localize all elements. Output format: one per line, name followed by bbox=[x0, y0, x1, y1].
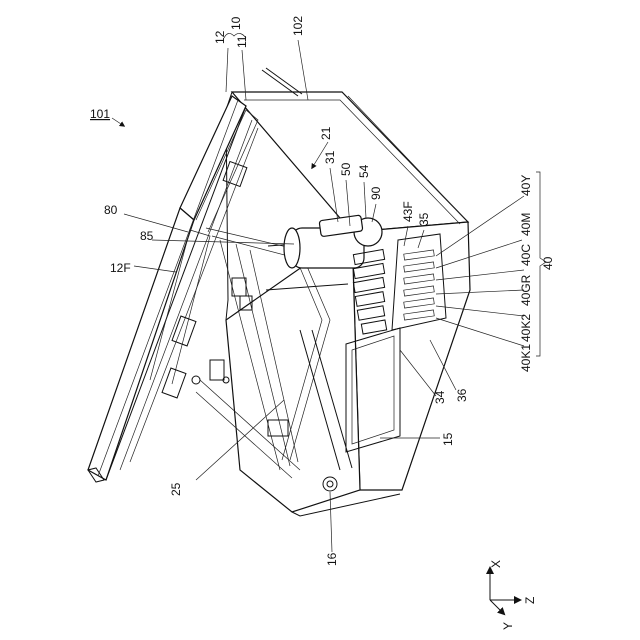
label-35: 35 bbox=[417, 212, 431, 226]
label-85: 85 bbox=[140, 229, 154, 243]
label-15: 15 bbox=[441, 432, 455, 446]
label-40C: 40C bbox=[519, 244, 533, 266]
label-36: 36 bbox=[455, 388, 469, 402]
label-50: 50 bbox=[339, 162, 353, 176]
label-40M: 40M bbox=[519, 213, 533, 236]
axis-z-label: Z bbox=[523, 597, 537, 604]
axis-x-label: X bbox=[489, 560, 503, 568]
label-40K1: 40K1 bbox=[519, 344, 533, 372]
label-40K2: 40K2 bbox=[519, 314, 533, 342]
label-40: 40 bbox=[541, 256, 555, 270]
label-101: 101 bbox=[90, 107, 110, 121]
label-12F: 12F bbox=[110, 261, 131, 275]
label-40GR: 40GR bbox=[519, 274, 533, 306]
label-90: 90 bbox=[369, 186, 383, 200]
axis-y-label: Y bbox=[501, 622, 515, 630]
label-34: 34 bbox=[433, 390, 447, 404]
label-43F: 43F bbox=[401, 201, 415, 222]
axis-indicator: X Z Y bbox=[489, 560, 537, 630]
label-25: 25 bbox=[169, 482, 183, 496]
label-11: 11 bbox=[235, 35, 249, 48]
label-12: 12 bbox=[213, 30, 227, 44]
label-10: 10 bbox=[229, 16, 243, 30]
label-80: 80 bbox=[104, 203, 118, 217]
label-21: 21 bbox=[319, 126, 333, 140]
label-31: 31 bbox=[323, 150, 337, 164]
label-54: 54 bbox=[357, 164, 371, 178]
label-40Y: 40Y bbox=[519, 175, 533, 196]
label-102: 102 bbox=[291, 16, 305, 36]
label-16: 16 bbox=[325, 552, 339, 566]
